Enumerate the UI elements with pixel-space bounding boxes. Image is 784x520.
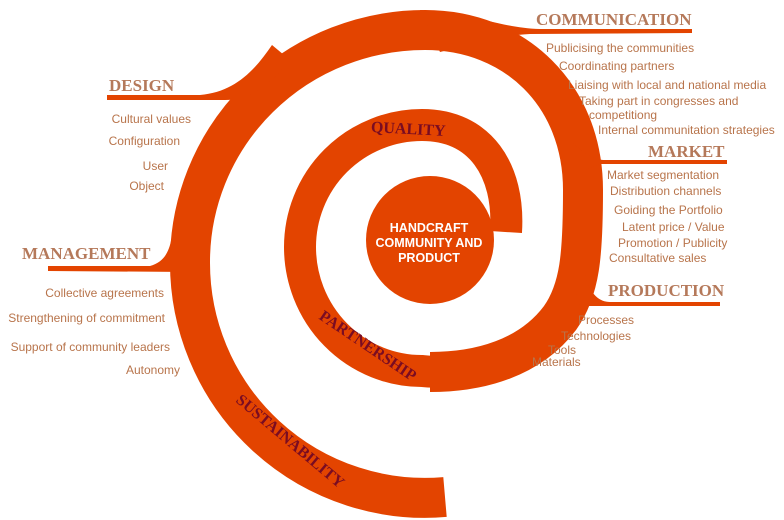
core-label-line-2: COMMUNITY AND (376, 236, 483, 250)
communication-title: COMMUNICATION (536, 10, 692, 29)
market-item: Goiding the Portfolio (614, 203, 723, 217)
production-connector (575, 275, 720, 306)
market-item: Consultative sales (609, 251, 706, 265)
design-item: Configuration (109, 134, 180, 148)
inner-spiral-band (283, 108, 523, 388)
design-connector (107, 45, 290, 100)
production-item: Processes (578, 313, 634, 327)
market-item: Latent price / Value (622, 220, 725, 234)
communication-item: Liaising with local and national media (568, 78, 766, 92)
production-item: Technologies (561, 329, 631, 343)
production-item: Materials (532, 355, 581, 369)
market-item: Market segmentation (607, 168, 719, 182)
market-connector (570, 140, 727, 170)
design-item: Object (129, 179, 164, 193)
communication-item: Taking part in congresses and (579, 94, 738, 108)
management-item: Support of community leaders (11, 340, 170, 354)
management-item: Strengthening of commitment (8, 311, 165, 325)
core-label-line-3: PRODUCT (398, 251, 460, 265)
market-title: MARKET (648, 142, 725, 161)
market-item: Promotion / Publicity (618, 236, 727, 250)
communication-item: Coordinating partners (559, 59, 674, 73)
production-item: Tools (548, 343, 576, 357)
production-title: PRODUCTION (608, 281, 725, 300)
management-item: Collective agreements (45, 286, 164, 300)
market-item: Distribution channels (610, 184, 721, 198)
communication-item: competitiong (589, 108, 657, 122)
design-title: DESIGN (109, 76, 175, 95)
design-item: User (143, 159, 168, 173)
core-label-line-1: HANDCRAFT (390, 221, 469, 235)
communication-item: Internal communitation strategies (598, 123, 775, 137)
outer-spiral-band (169, 9, 604, 518)
management-item: Autonomy (126, 363, 180, 377)
management-title: MANAGEMENT (22, 244, 151, 263)
management-connector (48, 235, 190, 272)
ring-label-quality: QUALITY (370, 119, 446, 140)
communication-item: Publicising the communities (546, 41, 694, 55)
communication-connector (420, 10, 692, 52)
core-circle (366, 176, 494, 304)
design-item: Cultural values (112, 112, 191, 126)
